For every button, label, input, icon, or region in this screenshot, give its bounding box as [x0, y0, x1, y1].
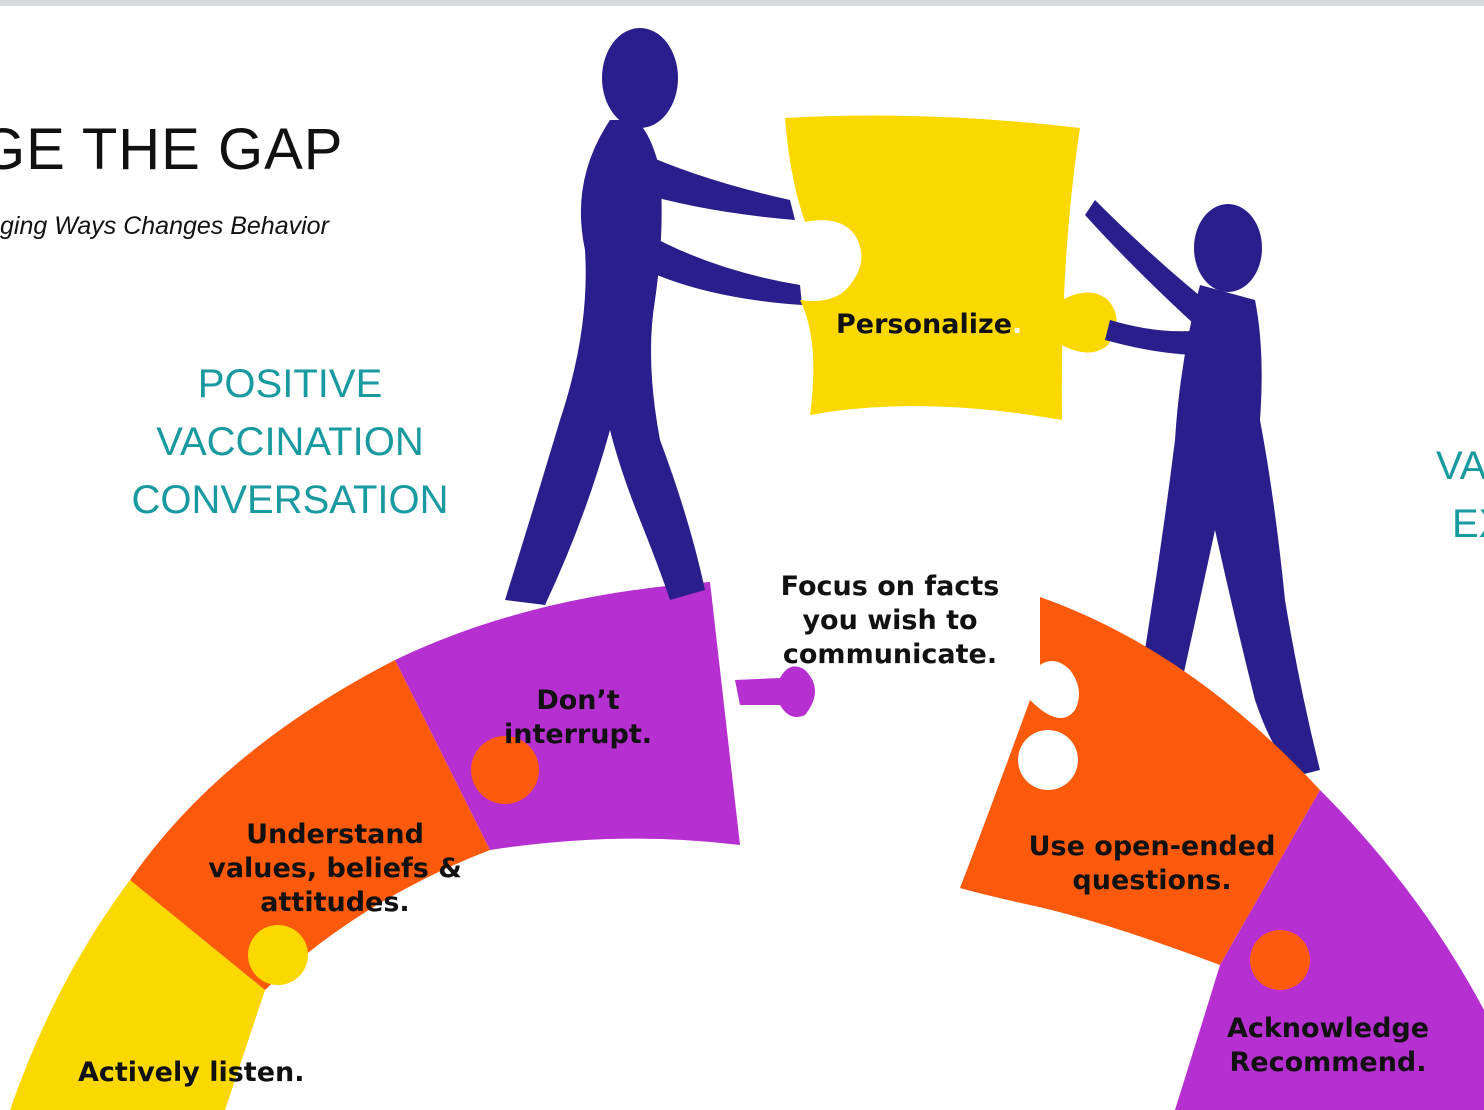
left-heading: POSITIVE VACCINATION CONVERSATION: [110, 355, 470, 529]
right-figure: [1085, 200, 1320, 775]
left-figure: [505, 28, 802, 605]
label-dont-line-2: interrupt.: [503, 719, 653, 750]
label-dont-line-1: Don’t: [536, 685, 620, 716]
label-personalize-dot: .: [1012, 309, 1023, 340]
label-understand: Understand values, beliefs & attitudes.: [180, 818, 490, 920]
label-acknowledge-line-1: Acknowledge: [1226, 1013, 1430, 1044]
right-arc-orange-piece: [960, 597, 1320, 965]
right-heading-line-2: EX: [1452, 502, 1484, 546]
page-subtitle: ging Ways Changes Behavior: [0, 212, 329, 240]
left-heading-line-3: CONVERSATION: [131, 478, 449, 522]
label-open-ended: Use open-ended questions.: [1012, 830, 1292, 898]
label-understand-line-2: values, beliefs &: [208, 853, 462, 884]
label-personalize: Personalize.: [836, 308, 1022, 342]
left-purple-tab: [735, 666, 815, 718]
label-actively-listen: Actively listen.: [78, 1057, 305, 1088]
label-dont-interrupt: Don’t interrupt.: [478, 684, 678, 752]
center-yellow-tab: [1062, 292, 1117, 353]
right-orange-tab: [1250, 930, 1310, 990]
left-yellow-tab: [248, 925, 308, 985]
label-acknowledge: Acknowledge Recommend.: [1208, 1012, 1448, 1080]
label-understand-line-3: attitudes.: [260, 887, 410, 918]
page-title: GE THE GAP: [0, 117, 344, 182]
label-focus-facts: Focus on facts you wish to communicate.: [760, 570, 1020, 672]
right-notch: [1018, 730, 1078, 790]
left-arc-yellow-piece: [10, 880, 265, 1110]
right-arc-purple-piece: [1175, 790, 1484, 1110]
label-open-ended-line-2: questions.: [1072, 865, 1232, 896]
right-heading-line-1: VA: [1436, 444, 1484, 488]
label-focus-line-2: you wish to: [802, 605, 978, 636]
right-heading: VA EX: [1436, 437, 1484, 553]
label-open-ended-line-1: Use open-ended: [1028, 831, 1276, 862]
left-arc-orange-piece: [130, 660, 490, 990]
label-focus-line-1: Focus on facts: [780, 571, 1000, 602]
top-border: [0, 0, 1484, 6]
label-focus-line-3: communicate.: [782, 639, 998, 670]
left-heading-line-1: POSITIVE: [197, 362, 383, 406]
left-heading-line-2: VACCINATION: [156, 420, 424, 464]
label-understand-line-1: Understand: [246, 819, 424, 850]
label-acknowledge-line-2: Recommend.: [1229, 1047, 1427, 1078]
left-orange-tab: [471, 736, 539, 804]
center-yellow-piece: [785, 115, 1080, 421]
label-personalize-text: Personalize: [836, 309, 1013, 340]
